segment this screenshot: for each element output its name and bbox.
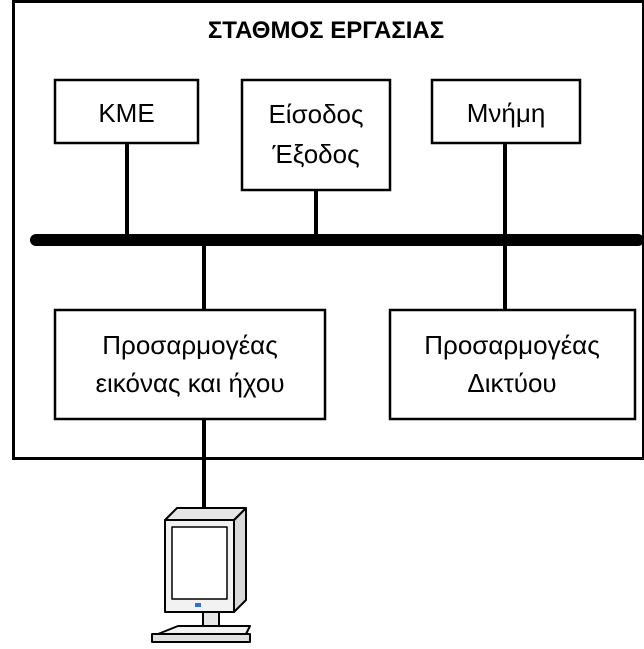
net-adapter-box-frame <box>388 308 637 421</box>
cpu-box: ΚΜΕ <box>53 78 200 145</box>
memory-box-frame <box>430 78 582 145</box>
monitor-led <box>195 603 201 607</box>
io-box: Είσοδος Έξοδος <box>240 78 392 192</box>
cpu-box-frame <box>53 78 200 145</box>
av-adapter-label-line2: εικόνας και ήχου <box>95 368 284 398</box>
memory-box: Μνήμη <box>430 78 582 145</box>
net-adapter-box: Προσαρμογέας Δικτύου <box>388 308 637 421</box>
cpu-label: ΚΜΕ <box>98 98 154 128</box>
workstation-title: ΣΤΑΘΜΟΣ ΕΡΓΑΣΙΑΣ <box>208 17 444 44</box>
net-adapter-label-line2: Δικτύου <box>467 368 556 398</box>
monitor-base-front <box>151 633 251 643</box>
monitor-top <box>164 507 247 521</box>
connectors <box>125 143 507 516</box>
av-adapter-box: Προσαρμογέας εικόνας και ήχου <box>53 308 327 421</box>
monitor-icon <box>151 507 251 643</box>
av-adapter-box-frame <box>53 308 327 421</box>
monitor-neck <box>202 611 220 627</box>
monitor-screen <box>171 526 228 600</box>
monitor-side <box>233 507 247 613</box>
monitor-base <box>157 625 251 635</box>
memory-label: Μνήμη <box>467 98 546 128</box>
io-box-frame <box>240 78 392 192</box>
net-adapter-label-line1: Προσαρμογέας <box>424 330 600 360</box>
io-label-line2: Έξοδος <box>271 139 359 169</box>
av-adapter-label-line1: Προσαρμογέας <box>102 330 278 360</box>
io-label-line1: Είσοδος <box>268 99 363 129</box>
